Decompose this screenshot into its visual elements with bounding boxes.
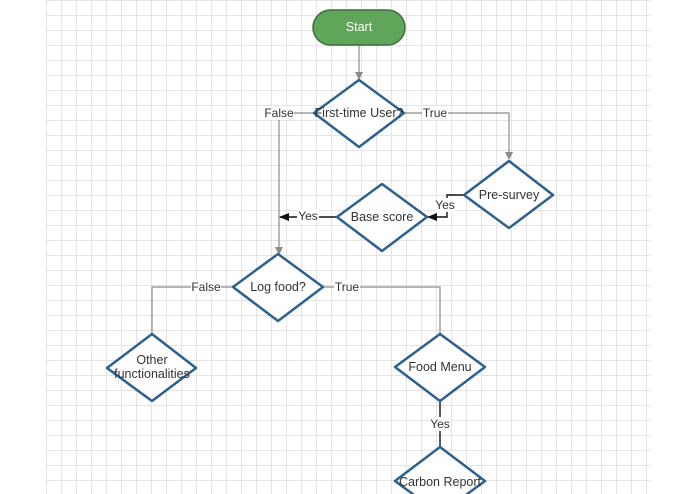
edge-label-base-yes: Yes bbox=[298, 209, 318, 223]
start-node-label: Start bbox=[346, 20, 373, 34]
node-other-functionalities-label-line2: functionalities bbox=[114, 367, 190, 381]
node-base-score[interactable]: Base score bbox=[335, 182, 429, 253]
node-other-functionalities[interactable]: Other functionalities bbox=[105, 332, 198, 403]
start-node[interactable]: Start bbox=[312, 9, 406, 46]
node-pre-survey-label: Pre-survey bbox=[479, 188, 540, 202]
decision-first-time-user[interactable]: First-time User? bbox=[312, 78, 406, 149]
edge-label-first-false: False bbox=[264, 106, 294, 120]
decision-first-time-user-label: First-time User? bbox=[315, 106, 404, 120]
edge-label-log-true: True bbox=[335, 280, 360, 294]
node-food-menu-label: Food Menu bbox=[408, 360, 471, 374]
node-pre-survey[interactable]: Pre-survey bbox=[462, 159, 555, 230]
edge-label-menu-yes: Yes bbox=[430, 417, 450, 431]
connector-log-true bbox=[323, 286, 441, 333]
connector-first-true bbox=[404, 112, 513, 160]
edge-label-first-true: True bbox=[423, 106, 448, 120]
connector-first-false bbox=[275, 112, 314, 255]
node-food-menu[interactable]: Food Menu bbox=[393, 332, 487, 403]
edge-label-log-false: False bbox=[191, 280, 221, 294]
node-other-functionalities-label-line1: Other bbox=[136, 353, 167, 367]
decision-log-food[interactable]: Log food? bbox=[231, 252, 325, 323]
node-carbon-report-label: Carbon Report bbox=[399, 475, 482, 489]
node-carbon-report[interactable]: Carbon Report bbox=[393, 445, 487, 494]
decision-log-food-label: Log food? bbox=[250, 280, 306, 294]
edge-label-presurvey-yes: Yes bbox=[435, 198, 455, 212]
background-grid bbox=[46, 0, 650, 494]
node-base-score-label: Base score bbox=[351, 210, 414, 224]
